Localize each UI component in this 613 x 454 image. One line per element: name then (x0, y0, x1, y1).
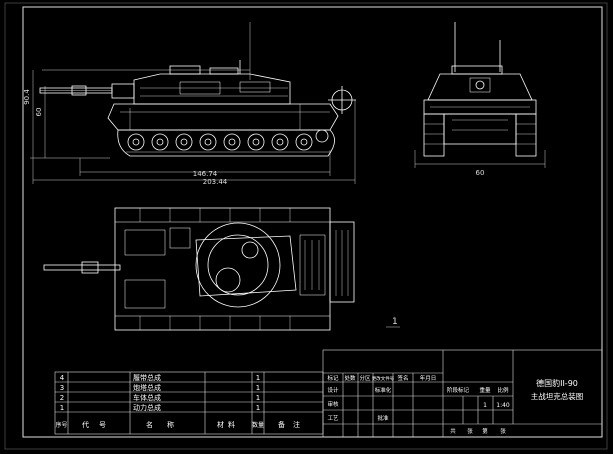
title-block-grid (322, 349, 603, 438)
front-view (414, 22, 546, 168)
title-block-label: 标记 (327, 374, 339, 382)
title-block-label: 分区 (359, 374, 371, 382)
title-block-label: 张 (500, 427, 506, 435)
parts-header-no: 序号 (55, 421, 67, 429)
parts-row-name: 车体总成 (133, 393, 161, 402)
title-block-label: 签名 (397, 374, 408, 382)
title-block-label: 审核 (327, 400, 339, 408)
parts-header-code: 代号 (82, 420, 116, 429)
parts-row-name: 履带总成 (133, 373, 161, 382)
title-block-label: 处数 (344, 374, 356, 382)
title-block-label: 第 (482, 427, 488, 435)
dim-side-height-2: 60 (35, 108, 43, 117)
title-block: 标记 处数 分区 更改文件号 签名 年月日 设计 标准化 工艺 批准 审核 阶段… (327, 374, 583, 435)
dim-front-width: 60 (476, 169, 485, 177)
parts-row-qty: 1 (256, 374, 260, 382)
parts-row-no: 2 (60, 394, 64, 402)
side-view (30, 22, 356, 184)
dim-side-height: 90.4 (23, 89, 31, 105)
title-block-label: 批准 (377, 414, 389, 422)
title-block-label: 共 (450, 427, 456, 435)
title-block-label: 更改文件号 (372, 375, 395, 382)
title-block-label: 工艺 (327, 415, 339, 422)
title-block-label: 年月日 (420, 374, 437, 382)
dim-side-length: 146.74 (193, 170, 218, 178)
dim-side-overall: 203.44 (203, 178, 228, 186)
drawing-title-line1: 德国豹II-90 (536, 378, 578, 388)
drawing-title-line2: 主战坦克总装图 (531, 391, 584, 401)
parts-row-no: 4 (60, 374, 65, 382)
parts-row-no: 1 (60, 404, 64, 412)
parts-row-qty: 1 (256, 404, 260, 412)
title-block-label: 标准化 (375, 386, 392, 394)
drawing-scale: 1:40 (496, 402, 510, 409)
parts-list-grid (54, 371, 324, 435)
title-block-label: 张 (467, 427, 473, 435)
title-block-label: 比例 (497, 386, 509, 394)
parts-list: 4 履带总成 1 3 炮塔总成 1 2 车体总成 1 1 动力总成 1 序号 代… (55, 373, 308, 429)
outer-frame (4, 2, 608, 450)
parts-header-qty: 数量 (252, 421, 264, 429)
parts-row-name: 动力总成 (133, 403, 161, 412)
top-view (43, 207, 355, 331)
title-block-label: 重量 (479, 386, 491, 394)
title-block-label: 设计 (327, 386, 339, 394)
parts-header-material: 材料 (217, 420, 239, 429)
sheet-count: 1 (483, 402, 487, 409)
view-marker: 1 (392, 317, 398, 327)
parts-row-qty: 1 (256, 394, 260, 402)
parts-row-qty: 1 (256, 384, 260, 392)
parts-row-no: 3 (60, 384, 64, 392)
title-block-label: 阶段标记 (447, 386, 470, 394)
inner-frame (22, 6, 603, 438)
parts-header-note: 备注 (278, 420, 308, 429)
parts-header-name: 名称 (146, 420, 188, 429)
parts-row-name: 炮塔总成 (133, 383, 161, 392)
